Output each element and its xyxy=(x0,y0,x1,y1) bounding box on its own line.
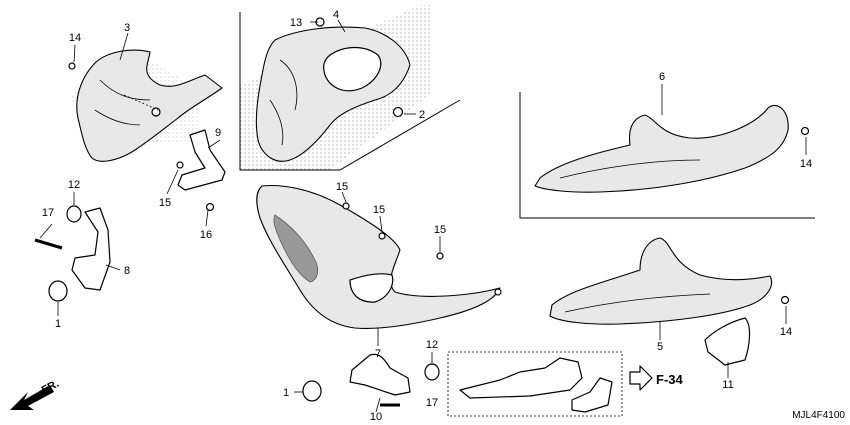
callout-label: 15 xyxy=(434,224,446,236)
forward-arrow-icon xyxy=(10,385,54,410)
callout-label: 13 xyxy=(290,17,302,29)
under-cowl-part xyxy=(256,185,501,329)
frame-outline xyxy=(239,12,461,171)
side-stay-part xyxy=(704,317,751,366)
callout-label: 15 xyxy=(159,197,171,209)
bolts xyxy=(34,62,810,407)
callout-label: 1 xyxy=(55,318,61,330)
callout-label: 14 xyxy=(69,32,81,44)
left-lower-cowl-part xyxy=(549,237,773,325)
reference-parts xyxy=(459,357,613,413)
callout-labels: 3 14 13 4 2 9 15 16 12 17 8 1 15 15 15 7… xyxy=(42,9,812,423)
callout-label: 1 xyxy=(283,387,289,399)
callout-label: 10 xyxy=(370,411,382,423)
callout-label: 14 xyxy=(800,158,812,170)
callout-label: 8 xyxy=(124,265,130,277)
callout-label: 4 xyxy=(333,9,339,21)
callout-label: 9 xyxy=(215,127,221,139)
callout-label: 17 xyxy=(42,207,54,219)
callout-label: 12 xyxy=(68,179,80,191)
callout-label: 15 xyxy=(336,181,348,193)
grommets xyxy=(48,205,440,402)
callout-label: 3 xyxy=(124,22,130,34)
leader-lines xyxy=(39,19,807,413)
callout-label: 7 xyxy=(375,348,381,360)
reference-box xyxy=(447,351,623,417)
callout-label: 11 xyxy=(722,379,733,391)
middle-cowl-part xyxy=(255,17,411,162)
right-lower-cowl-part xyxy=(534,104,789,193)
left-stay-part xyxy=(71,207,111,291)
callout-label: 17 xyxy=(426,397,438,409)
callout-label: 5 xyxy=(657,341,663,353)
callout-label: 2 xyxy=(419,109,425,121)
diagram-code: MJL4F4100 xyxy=(792,410,845,421)
callout-label: 12 xyxy=(426,339,438,351)
bracket-part xyxy=(177,129,226,191)
callout-label: 14 xyxy=(780,326,792,338)
lower-stay-part xyxy=(349,353,411,396)
upper-cowl-part xyxy=(76,49,223,162)
section-frame xyxy=(519,92,815,219)
reference-arrow-icon xyxy=(629,365,653,391)
callout-label: 6 xyxy=(659,71,665,83)
reference-label[interactable]: F-34 xyxy=(656,372,684,387)
callout-label: 16 xyxy=(200,229,212,241)
callout-label: 15 xyxy=(373,204,385,216)
forward-label: FR. xyxy=(40,378,61,397)
